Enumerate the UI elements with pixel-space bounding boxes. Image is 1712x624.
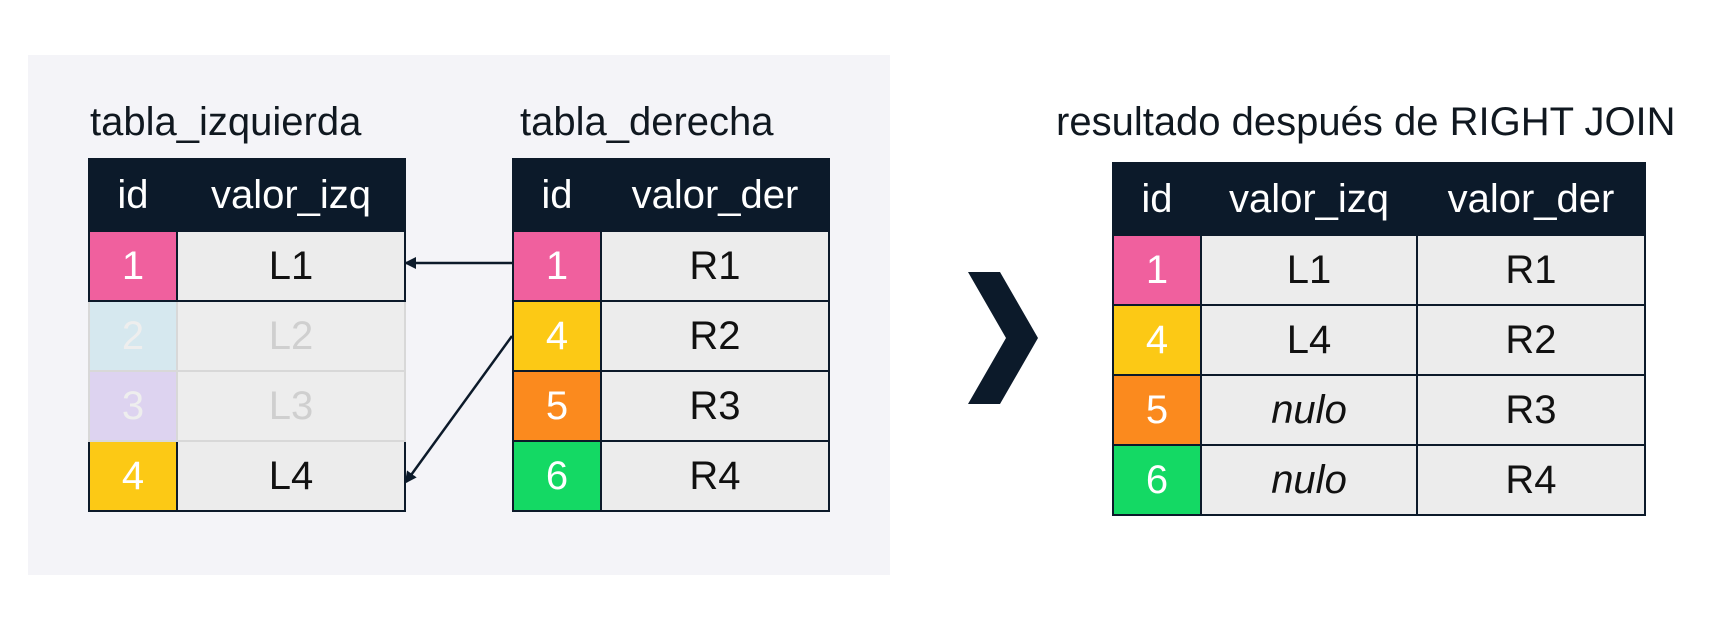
result-table: id valor_izq valor_der 1 L1 R1 4 L4 R2 5… (1112, 162, 1646, 516)
left-row-value: L2 (176, 300, 406, 372)
right-table: id valor_der 1 R1 4 R2 5 R3 6 R4 (512, 158, 830, 512)
left-row-id: 3 (88, 370, 178, 442)
left-row-value: L4 (176, 440, 406, 512)
result-row-valor-izq-null: nulo (1200, 444, 1418, 516)
left-row-id: 1 (88, 230, 178, 302)
left-table-caption: tabla_izquierda (90, 100, 362, 144)
result-header-valor-der: valor_der (1416, 162, 1646, 236)
right-row-value: R3 (600, 370, 830, 442)
result-table-caption: resultado después de RIGHT JOIN (1056, 100, 1676, 144)
left-table: id valor_izq 1 L1 2 L2 3 L3 4 L4 (88, 158, 406, 512)
left-table-row: 4 L4 (88, 440, 406, 512)
left-header-valor-izq: valor_izq (176, 158, 406, 232)
result-row-id: 4 (1112, 304, 1202, 376)
right-header-id: id (512, 158, 602, 232)
right-row-value: R2 (600, 300, 830, 372)
result-row-valor-izq: L1 (1200, 234, 1418, 306)
right-table-header-row: id valor_der (512, 158, 830, 232)
left-table-row: 2 L2 (88, 300, 406, 372)
right-table-row: 1 R1 (512, 230, 830, 302)
result-table-row: 6 nulo R4 (1112, 444, 1646, 516)
result-table-row: 4 L4 R2 (1112, 304, 1646, 376)
right-table-caption: tabla_derecha (520, 100, 774, 144)
left-row-value: L1 (176, 230, 406, 302)
right-row-value: R4 (600, 440, 830, 512)
left-table-row: 1 L1 (88, 230, 406, 302)
right-row-id: 6 (512, 440, 602, 512)
left-table-header-row: id valor_izq (88, 158, 406, 232)
chevron-right-icon (968, 272, 1038, 404)
result-row-valor-der: R1 (1416, 234, 1646, 306)
left-row-id: 2 (88, 300, 178, 372)
result-header-id: id (1112, 162, 1202, 236)
result-row-id: 6 (1112, 444, 1202, 516)
right-table-row: 5 R3 (512, 370, 830, 442)
result-table-row: 5 nulo R3 (1112, 374, 1646, 446)
left-header-id: id (88, 158, 178, 232)
right-row-value: R1 (600, 230, 830, 302)
right-table-row: 4 R2 (512, 300, 830, 372)
arrow-left-icon (404, 335, 514, 484)
result-row-valor-izq-null: nulo (1200, 374, 1418, 446)
right-row-id: 5 (512, 370, 602, 442)
result-row-valor-izq: L4 (1200, 304, 1418, 376)
right-header-valor-der: valor_der (600, 158, 830, 232)
result-row-valor-der: R3 (1416, 374, 1646, 446)
result-table-header-row: id valor_izq valor_der (1112, 162, 1646, 236)
result-row-id: 1 (1112, 234, 1202, 306)
left-row-id: 4 (88, 440, 178, 512)
result-header-valor-izq: valor_izq (1200, 162, 1418, 236)
left-row-value: L3 (176, 370, 406, 442)
left-table-row: 3 L3 (88, 370, 406, 442)
right-row-id: 4 (512, 300, 602, 372)
right-row-id: 1 (512, 230, 602, 302)
result-table-row: 1 L1 R1 (1112, 234, 1646, 306)
right-table-row: 6 R4 (512, 440, 830, 512)
result-row-valor-der: R2 (1416, 304, 1646, 376)
result-row-valor-der: R4 (1416, 444, 1646, 516)
result-row-id: 5 (1112, 374, 1202, 446)
